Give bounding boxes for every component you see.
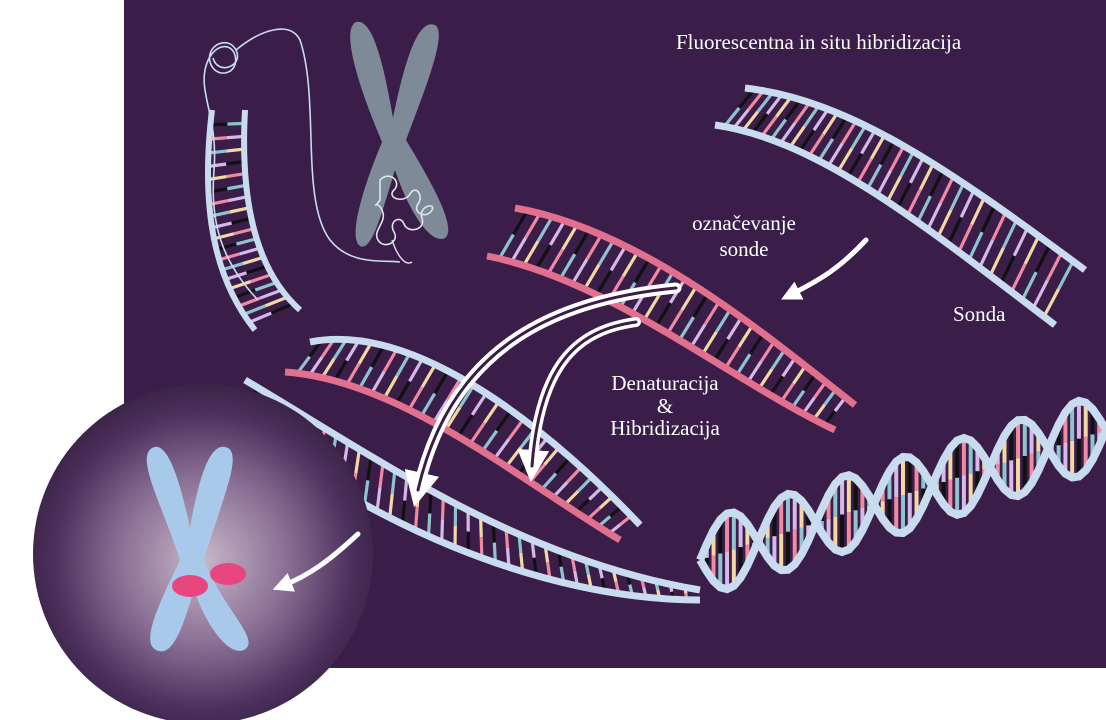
label-labeling-text: označevanje sonde	[666, 211, 822, 262]
label-probe: Sonda	[953, 302, 1006, 326]
label-denaturation-hybridization: Denaturacija & Hibridizacija	[555, 372, 775, 440]
fluorescent-signal	[210, 563, 246, 585]
label-ampersand: &	[555, 395, 775, 418]
fluorescent-signal	[172, 575, 208, 597]
label-denaturation: Denaturacija	[555, 372, 775, 395]
diagram-title: Fluorescentna in situ hibridizacija	[676, 30, 961, 54]
label-probe-labeling: označevanje sonde	[666, 211, 822, 262]
label-hybridization: Hibridizacija	[555, 417, 775, 440]
cell-nucleus-icon	[33, 384, 373, 720]
